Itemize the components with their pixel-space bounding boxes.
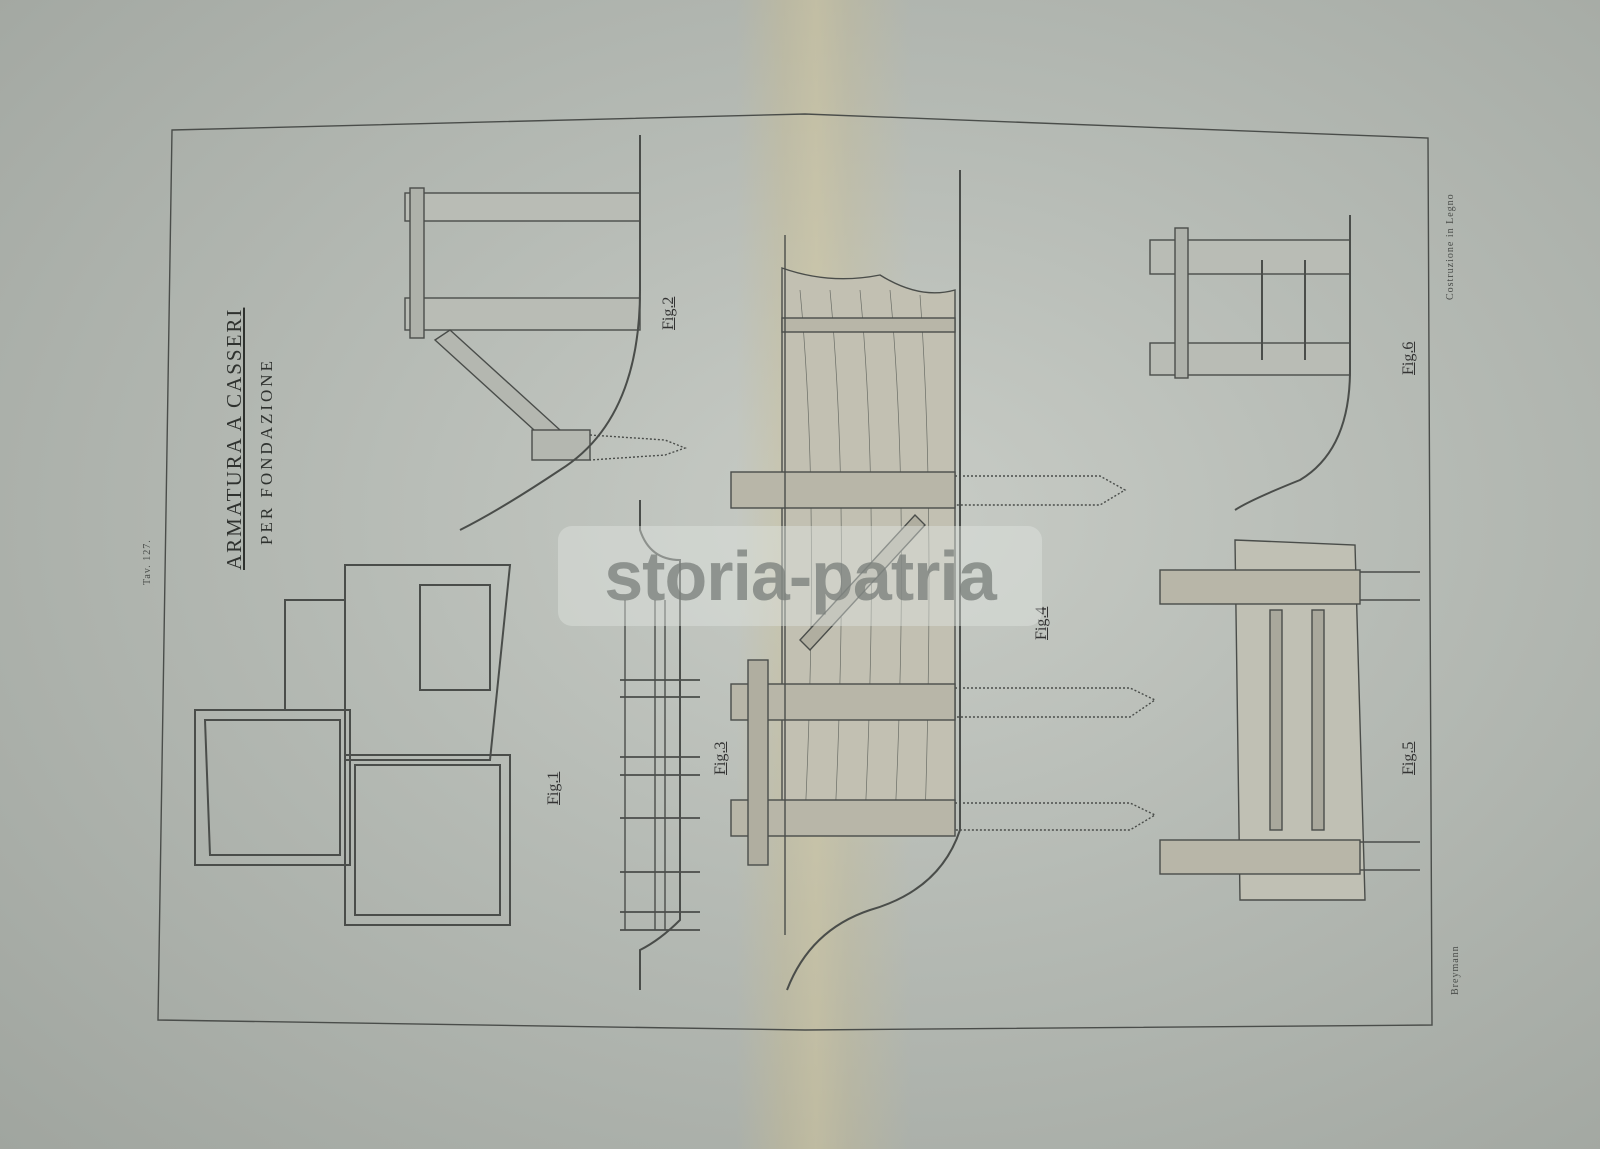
publisher-name: Breymann	[1450, 945, 1461, 995]
watermark-text: storia-patria	[604, 537, 997, 615]
plate-number: Tav. 127.	[142, 539, 153, 585]
series-title: Costruzione in Legno	[1445, 193, 1456, 300]
fig2-drawing	[404, 135, 687, 531]
fig5-label: Fig.5	[1400, 741, 1417, 775]
plate-subtitle: PER FONDAZIONE	[257, 358, 276, 545]
fig1-drawing	[194, 564, 512, 926]
fig5-drawing	[1159, 539, 1420, 901]
watermark: storia-patria	[558, 526, 1042, 626]
plate-border	[157, 113, 1433, 1031]
plate-title: ARMATURA A CASSERI	[222, 307, 246, 570]
fig3-label: Fig.3	[712, 741, 729, 775]
fig6-label: Fig.6	[1400, 341, 1417, 375]
fig3-drawing	[620, 500, 700, 990]
fig4-drawing	[730, 170, 1157, 991]
fig2-label: Fig.2	[660, 296, 677, 330]
fig1-label: Fig.1	[545, 771, 562, 805]
fig6-drawing	[1149, 215, 1351, 511]
